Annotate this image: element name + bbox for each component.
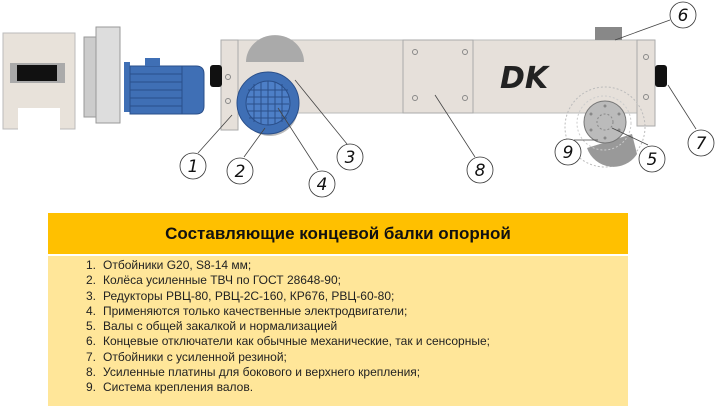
leader-lines [197, 19, 697, 171]
item-text: Редукторы РВЦ-80, РВЦ-2С-160, КР676, РВЦ… [103, 288, 395, 303]
item-text: Отбойники G20, S8-14 мм; [103, 258, 252, 272]
list-item: 7. Отбойники с усиленной резиной; [48, 350, 628, 365]
components-list: 1. Отбойники G20, S8-14 мм; 2. Колёса усил… [48, 256, 628, 406]
drive-wheel [236, 35, 304, 136]
callout-5 [638, 145, 666, 173]
electric-motor [124, 58, 205, 115]
callout-label: 5 [647, 150, 658, 170]
table-title: Составляющие концевой балки опорной [48, 213, 628, 256]
callout-4 [308, 170, 336, 198]
callout-6 [669, 1, 697, 29]
callout-label: 7 [696, 134, 707, 154]
list-item: 4. Применяются только качественные электр… [48, 304, 628, 319]
item-number: 5. [85, 319, 96, 334]
gearbox [2, 26, 121, 130]
callout-2 [226, 157, 254, 185]
item-number: 2. [85, 273, 96, 288]
item-number: 1. [85, 258, 96, 272]
item-text: Валы с общей закалкой и нормализацией [103, 319, 338, 334]
dk-logo: DK [500, 61, 551, 96]
item-number: 7. [85, 349, 96, 364]
item-text: Система крепления валов. [103, 380, 254, 395]
item-number: 3. [85, 288, 96, 303]
list-item: 5. Валы с общей закалкой и нормализацией [48, 319, 628, 334]
callout-label: 6 [678, 6, 689, 26]
callout-label: 3 [345, 148, 356, 168]
callout-label: 9 [563, 143, 574, 163]
list-item: 6. Концевые отключатели как обычные механ… [48, 334, 628, 349]
callout-label: 2 [235, 162, 246, 182]
list-item: 3. Редукторы РВЦ-80, РВЦ-2С-160, КР676, Р… [48, 289, 628, 304]
item-number: 9. [85, 380, 96, 395]
item-number: 6. [85, 334, 96, 349]
components-table: Составляющие концевой балки опорной 1. От… [48, 213, 628, 406]
limit-switch [595, 27, 622, 40]
callout-1 [179, 152, 207, 180]
callout-7 [687, 129, 715, 157]
list-item: 8. Усиленные платины для бокового и верхн… [48, 365, 628, 380]
item-number: 4. [85, 303, 96, 318]
right-bumper [655, 65, 667, 87]
list-item: 1. Отбойники G20, S8-14 мм; [48, 258, 628, 273]
idle-wheel [564, 86, 646, 168]
callout-label: 4 [317, 175, 328, 195]
callout-3 [336, 143, 364, 171]
callout-label: 8 [475, 161, 486, 181]
item-text: Отбойники с усиленной резиной; [103, 349, 287, 364]
item-text: Применяются только качественные электрод… [103, 303, 408, 318]
callout-9 [554, 138, 582, 166]
item-text: Усиленные платины для бокового и верхнег… [103, 365, 421, 380]
left-bumper [210, 65, 222, 87]
callout-8 [466, 156, 494, 184]
callout-label: 1 [188, 157, 199, 177]
item-number: 8. [85, 365, 96, 380]
list-item: 9. Система крепления валов. [48, 380, 628, 395]
item-text: Колёса усиленные ТВЧ по ГОСТ 28648-90; [103, 273, 341, 288]
list-item: 2. Колёса усиленные ТВЧ по ГОСТ 28648-90; [48, 273, 628, 288]
item-text: Концевые отключатели как обычные механич… [103, 334, 490, 349]
end-beam-diagram: DK 1 2 3 4 5 6 7 8 9 [2, 1, 715, 198]
